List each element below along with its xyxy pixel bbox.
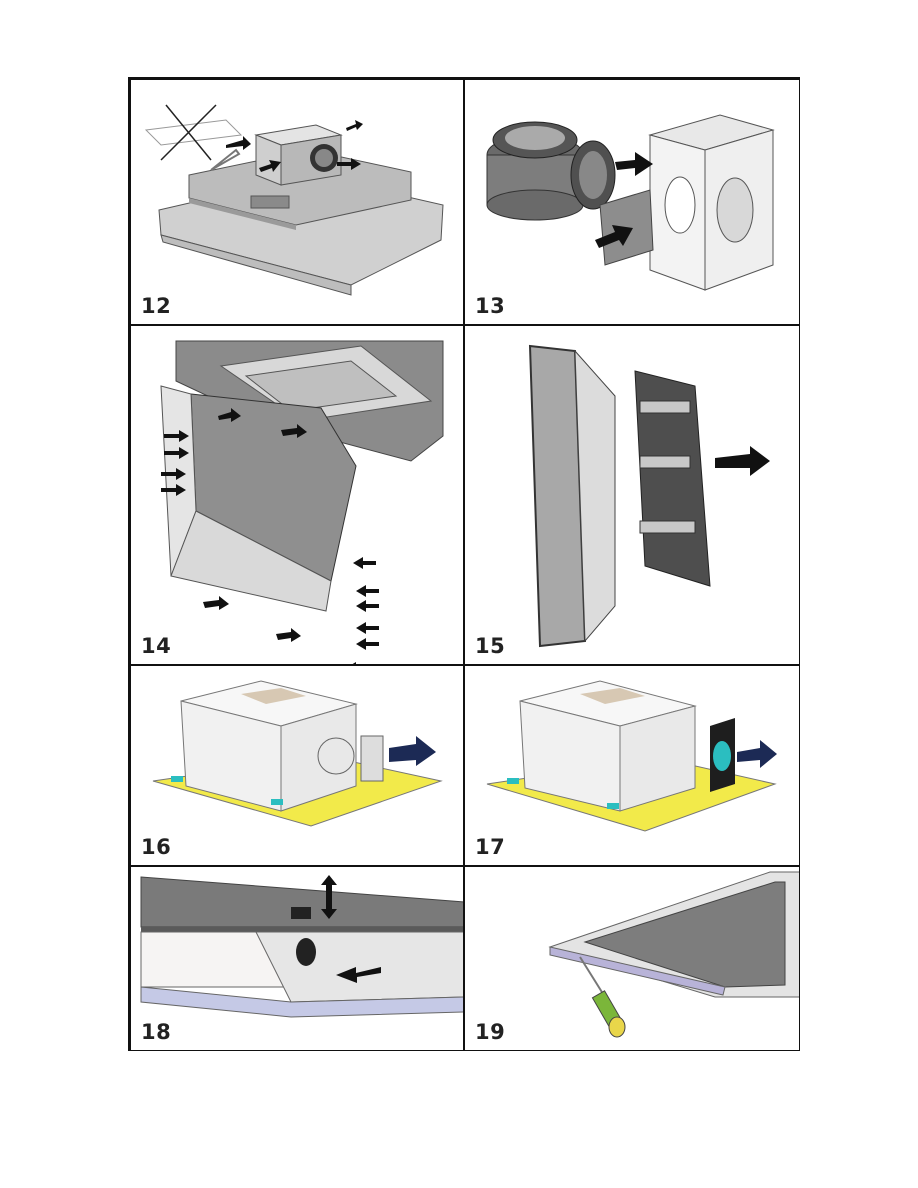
step-number: 19 [475, 1020, 505, 1044]
step-12-panel: 12 [130, 79, 464, 325]
step-number: 17 [475, 835, 505, 859]
step-16-illustration [131, 666, 464, 866]
step-16-panel: 16 [130, 665, 464, 866]
step-15-panel: 15 [464, 325, 800, 665]
step-number: 12 [141, 294, 171, 318]
step-number: 13 [475, 294, 505, 318]
step-18-panel: 18 [130, 866, 464, 1051]
step-12-illustration [131, 80, 464, 325]
step-15-illustration [465, 326, 800, 665]
fan-motor-icon [310, 144, 338, 172]
step-18-illustration [131, 867, 464, 1051]
step-17-panel: 17 [464, 665, 800, 866]
step-number: 18 [141, 1020, 171, 1044]
instruction-grid: 12 [128, 77, 800, 1051]
step-number: 15 [475, 634, 505, 658]
step-13-panel: 13 [464, 79, 800, 325]
crossed-out-icon [146, 105, 241, 160]
arrow-icon [389, 736, 436, 766]
step-19-panel: 19 [464, 866, 800, 1051]
fan-motor-icon [487, 122, 615, 220]
step-number: 16 [141, 835, 171, 859]
arrow-icon [715, 446, 770, 476]
step-13-illustration [465, 80, 800, 325]
step-17-illustration [465, 666, 800, 866]
step-19-illustration [465, 867, 800, 1051]
step-number: 14 [141, 634, 171, 658]
step-14-illustration [131, 326, 464, 665]
step-14-panel: 14 [130, 325, 464, 665]
arrow-icon [737, 740, 777, 768]
